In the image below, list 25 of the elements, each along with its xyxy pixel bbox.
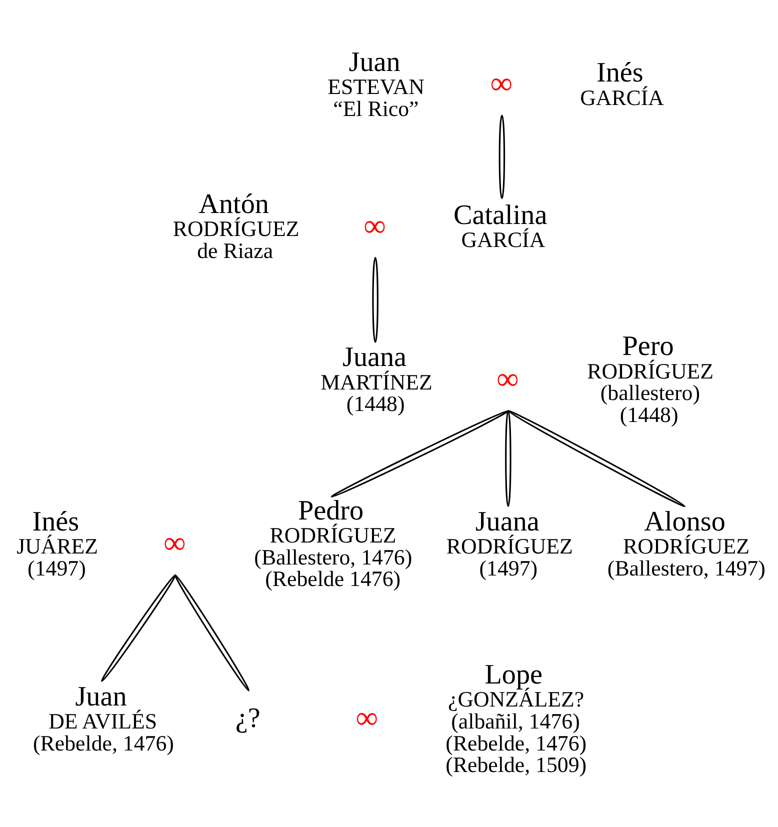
node-text: Pedro RODRÍGUEZ (Ballestero, 1476) (Rebelde 1476) [254, 494, 412, 591]
node-text: ∞ [496, 360, 519, 396]
node-text: Alonso RODRÍGUEZ (Ballestero, 1497) [607, 506, 766, 580]
connector [498, 114, 506, 198]
node-text: Juan DE AVILÉS (Rebelde, 1476) [33, 680, 174, 755]
connector [174, 574, 250, 691]
node-text: ∞ [164, 524, 186, 560]
node-text: Inés GARCÍA [580, 57, 664, 110]
node-text: Inés JUÁREZ (1497) [16, 506, 98, 580]
node-text: ¿? [235, 702, 260, 734]
connector [331, 410, 509, 498]
node-text: Lope ¿GONZÁLEZ? (albañil, 1476) (Rebelde, 1476) (Rebelde, 1509) [446, 658, 587, 777]
node-text: Catalina GARCÍA [453, 199, 548, 252]
connector [508, 410, 686, 506]
node-text: Pero RODRÍGUEZ (ballestero) (1448) [587, 330, 714, 427]
node-text: ∞ [356, 700, 378, 735]
node-text: ∞ [490, 65, 512, 100]
connector [101, 574, 176, 682]
node-text: Antón RODRÍGUEZ de Riaza [172, 188, 300, 263]
connector [505, 410, 512, 506]
connector [372, 256, 378, 342]
node-text: Juan ESTEVAN “El Rico” [328, 46, 424, 120]
node-text: ∞ [364, 207, 386, 242]
node-text: Juana RODRÍGUEZ (1497) [446, 506, 573, 580]
node-text: Juana MARTÍNEZ (1448) [320, 342, 432, 416]
